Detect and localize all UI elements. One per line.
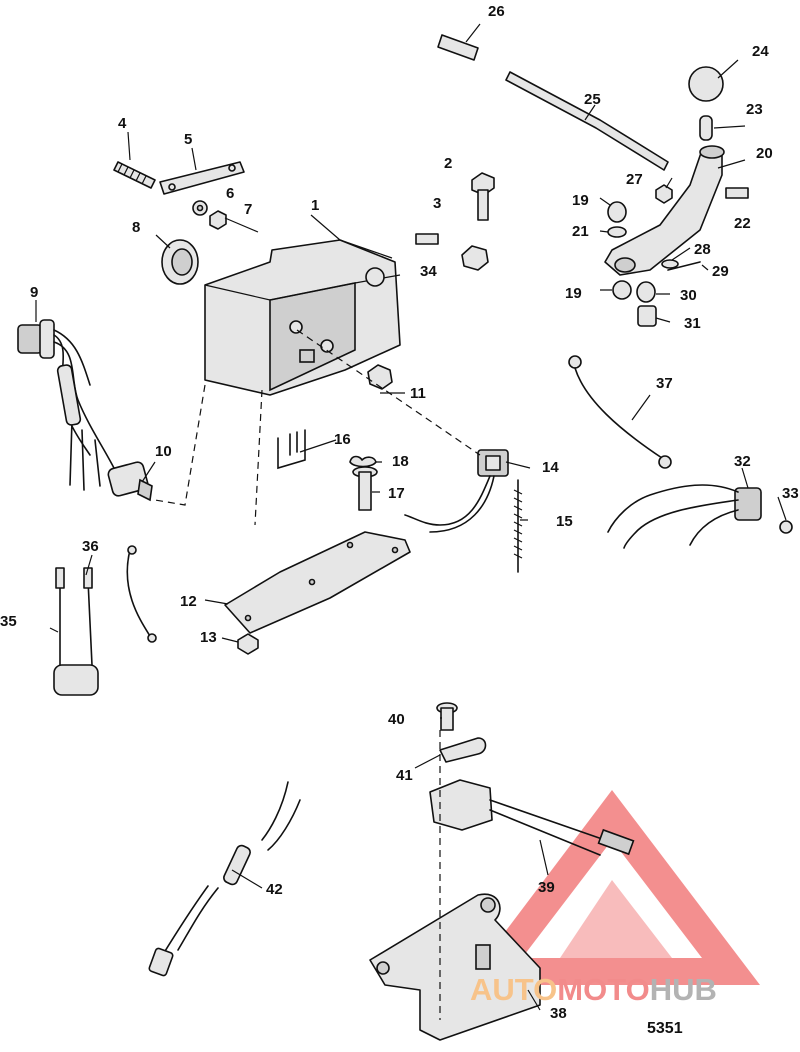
- cover-plate: [224, 531, 411, 634]
- callout-38: 38: [550, 1005, 567, 1022]
- callout-21: 21: [572, 223, 589, 240]
- callout-13: 13: [200, 629, 217, 646]
- bolt: [471, 172, 495, 221]
- throttle-lever-arm: [604, 145, 725, 276]
- callout-24: 24: [752, 43, 769, 60]
- washer-28: [661, 259, 679, 269]
- callout-7: 7: [244, 201, 252, 218]
- callout-42: 42: [266, 881, 283, 898]
- callout-40: 40: [388, 711, 405, 728]
- control-box-housing: [204, 239, 401, 396]
- spring-clip: [277, 429, 306, 470]
- callout-37: 37: [656, 375, 673, 392]
- bracket-plate: [439, 737, 487, 763]
- callout-11: 11: [410, 385, 426, 402]
- sleeve-31: [637, 305, 657, 327]
- callout-2: 2: [444, 155, 452, 172]
- watermark-part-1: AUTO: [470, 972, 557, 1007]
- nut-27: [655, 184, 673, 204]
- callout-9: 9: [30, 284, 38, 301]
- bushing-upper: [607, 201, 627, 223]
- label-tag-22: [725, 187, 749, 199]
- label-tag: [415, 233, 439, 245]
- callout-23: 23: [746, 101, 763, 118]
- watermark-part-2: MOTO: [557, 972, 649, 1007]
- locknut: [209, 210, 227, 230]
- callout-19b: 19: [565, 285, 582, 302]
- watermark-text: AUTOMOTOHUB: [470, 972, 717, 1007]
- callout-17: 17: [388, 485, 405, 502]
- diagram-code: 5351: [647, 1020, 683, 1037]
- small-screw: [237, 633, 259, 655]
- callout-39: 39: [538, 879, 555, 896]
- callout-22: 22: [734, 215, 751, 232]
- main-wiring-harness: [17, 319, 153, 502]
- callout-5: 5: [184, 131, 192, 148]
- callout-19a: 19: [572, 192, 589, 209]
- wing-nut: [349, 455, 377, 468]
- callout-20: 20: [756, 145, 773, 162]
- svg-text:AUTOMOTOHUB: AUTOMOTOHUB: [470, 972, 717, 1007]
- callout-8: 8: [132, 219, 140, 236]
- callout-1: 1: [311, 197, 319, 214]
- callout-18: 18: [392, 453, 409, 470]
- sensor-plug: [53, 567, 99, 696]
- callout-10: 10: [155, 443, 172, 460]
- threaded-stud: [113, 161, 156, 189]
- callout-27: 27: [626, 171, 643, 188]
- callout-15: 15: [556, 513, 573, 530]
- ground-strap: [568, 355, 672, 469]
- callout-33: 33: [782, 485, 799, 502]
- callout-4: 4: [118, 115, 127, 132]
- callout-26: 26: [488, 3, 505, 20]
- callout-35: 35: [0, 613, 17, 630]
- retainer-plate: [159, 161, 245, 195]
- callout-14: 14: [542, 459, 559, 476]
- alignment-lines: [154, 329, 481, 1020]
- pin: [699, 115, 713, 141]
- callout-29: 29: [712, 263, 729, 280]
- callout-34: 34: [420, 263, 437, 280]
- leader-lines: [35, 23, 787, 1011]
- callout-31: 31: [684, 315, 701, 332]
- callout-16: 16: [334, 431, 351, 448]
- callout-28: 28: [694, 241, 711, 258]
- callout-25: 25: [584, 91, 601, 108]
- neutral-switch: [429, 779, 635, 856]
- callout-6: 6: [226, 185, 234, 202]
- knob-ball: [688, 66, 724, 102]
- cotter-pin: [667, 261, 701, 271]
- callout-41: 41: [396, 767, 413, 784]
- callout-32: 32: [734, 453, 751, 470]
- jumper-harness: [148, 781, 301, 977]
- callout-30: 30: [680, 287, 697, 304]
- hex-nut: [367, 364, 393, 390]
- callout-12: 12: [180, 593, 197, 610]
- bushing-30: [636, 281, 656, 303]
- washer-hole: [196, 204, 204, 212]
- throttle-rod: [505, 71, 669, 171]
- lanyard-switch: [404, 449, 509, 533]
- mounting-screw: [436, 702, 458, 731]
- toggle-switch-harness: [607, 484, 793, 549]
- rod-end-pin: [437, 34, 479, 61]
- watermark-logo: [465, 790, 760, 985]
- callout-labels: 1 2 3 4 5 6 7 8 9 10 11 12 13 14 15 16 1…: [0, 3, 799, 1022]
- grommet: [161, 239, 199, 285]
- callout-3: 3: [433, 195, 441, 212]
- mounting-bracket: [369, 893, 541, 1041]
- bushing-lower: [612, 280, 632, 300]
- watermark-part-3: HUB: [650, 972, 717, 1007]
- nut: [461, 245, 489, 271]
- spring: [513, 479, 523, 573]
- shoulder-bolt: [352, 466, 378, 511]
- washer-21: [607, 226, 627, 238]
- ground-wire: [126, 545, 157, 643]
- callout-36: 36: [82, 538, 99, 555]
